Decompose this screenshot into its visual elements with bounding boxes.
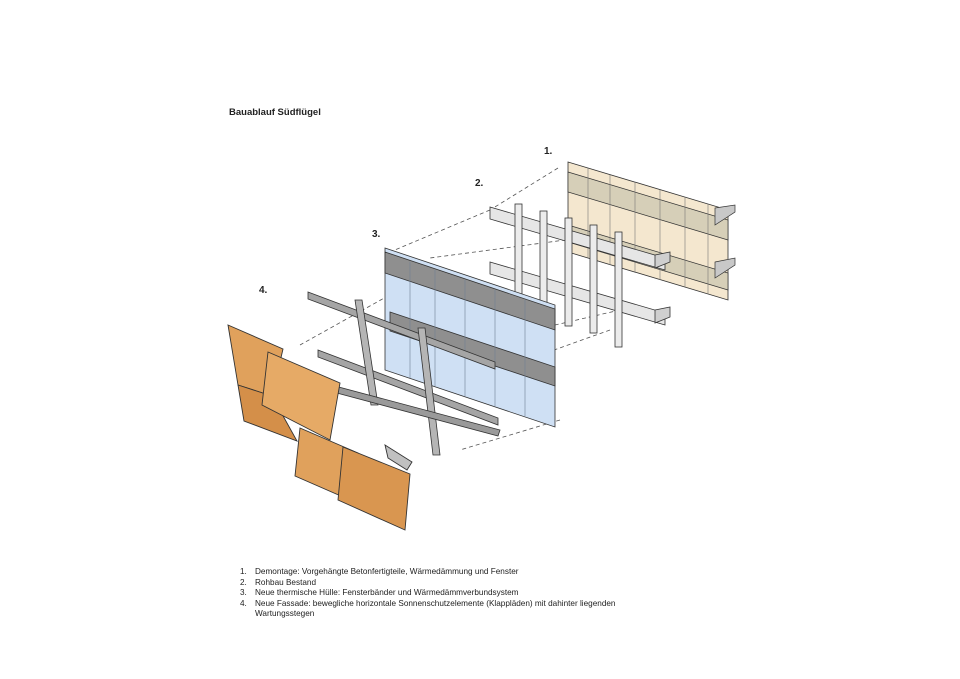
legend-item-3: 3. Neue thermische Hülle: Fensterbänder … — [240, 588, 660, 599]
legend-num: 2. — [240, 577, 247, 587]
step4-steel-frame — [307, 291, 501, 456]
alignment-lines — [299, 167, 621, 451]
step-label-4: 4. — [259, 285, 268, 296]
legend-text: Neue Fassade: bewegliche horizontale Son… — [255, 598, 616, 619]
legend-num: 4. — [240, 598, 247, 608]
legend-text: Rohbau Bestand — [255, 577, 316, 587]
legend-num: 1. — [240, 567, 247, 576]
step-label-1: 1. — [544, 146, 553, 157]
step2-concrete-structure — [489, 203, 671, 348]
legend-text: Neue thermische Hülle: Fensterbänder und… — [255, 588, 519, 598]
legend-text: Demontage: Vorgehängte Betonfertigteile,… — [255, 567, 519, 576]
legend-item-1: 1. Demontage: Vorgehängte Betonfertigtei… — [240, 567, 660, 578]
legend-num: 3. — [240, 588, 247, 598]
step-label-2: 2. — [475, 178, 484, 189]
legend-item-2: 2. Rohbau Bestand — [240, 578, 660, 589]
step4-shutter-panels — [227, 324, 413, 531]
page-title: Bauablauf Südflügel — [229, 107, 321, 118]
legend-item-4: 4. Neue Fassade: bewegliche horizontale … — [240, 599, 660, 620]
legend: 1. Demontage: Vorgehängte Betonfertigtei… — [240, 567, 660, 620]
step-label-3: 3. — [372, 229, 381, 240]
